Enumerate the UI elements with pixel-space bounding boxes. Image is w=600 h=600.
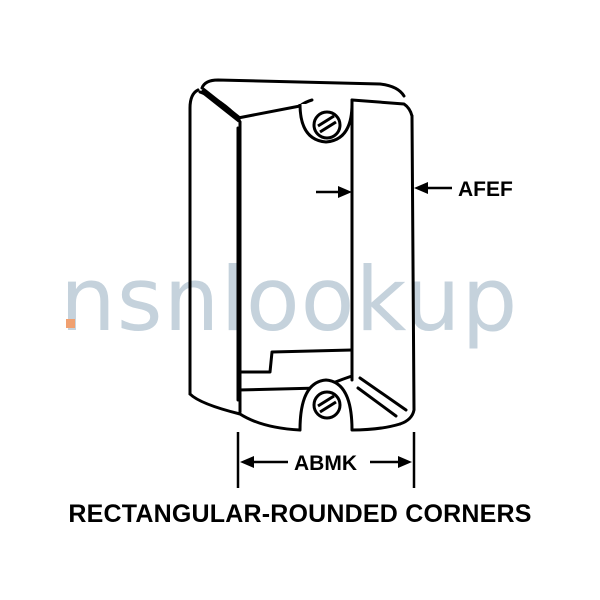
- abmk-label: ABMK: [294, 452, 357, 475]
- box-shade-line-2: [356, 386, 398, 418]
- watermark-text: nsnlookup: [60, 248, 518, 351]
- abmk-left-arrow-icon: [240, 456, 254, 468]
- afef-dimension: AFEF: [316, 178, 513, 201]
- box-bottom-right-edge: [350, 422, 402, 432]
- box-top-right-rim: [350, 98, 414, 118]
- watermark-dot: [66, 319, 75, 328]
- top-mounting-ear: [298, 103, 354, 144]
- afef-right-arrow-icon: [414, 182, 428, 194]
- abmk-dimension: ABMK: [236, 432, 416, 488]
- box-top-back-edge: [200, 78, 406, 98]
- diagram-caption: RECTANGULAR-ROUNDED CORNERS: [68, 500, 532, 528]
- box-left-outer-edge: [188, 88, 200, 396]
- box-shade-line-1: [358, 376, 408, 412]
- box-right-outer-edge: [398, 114, 416, 426]
- watermark: nsnlookup: [60, 248, 518, 351]
- box-inner-step: [236, 348, 354, 374]
- box-top-left-thick-edge: [200, 87, 242, 123]
- afef-label: AFEF: [458, 178, 513, 201]
- bottom-mounting-ear: [298, 378, 354, 431]
- box-bottom-left-edge: [188, 392, 302, 432]
- afef-left-arrow-icon: [338, 186, 352, 198]
- abmk-right-arrow-icon: [398, 456, 412, 468]
